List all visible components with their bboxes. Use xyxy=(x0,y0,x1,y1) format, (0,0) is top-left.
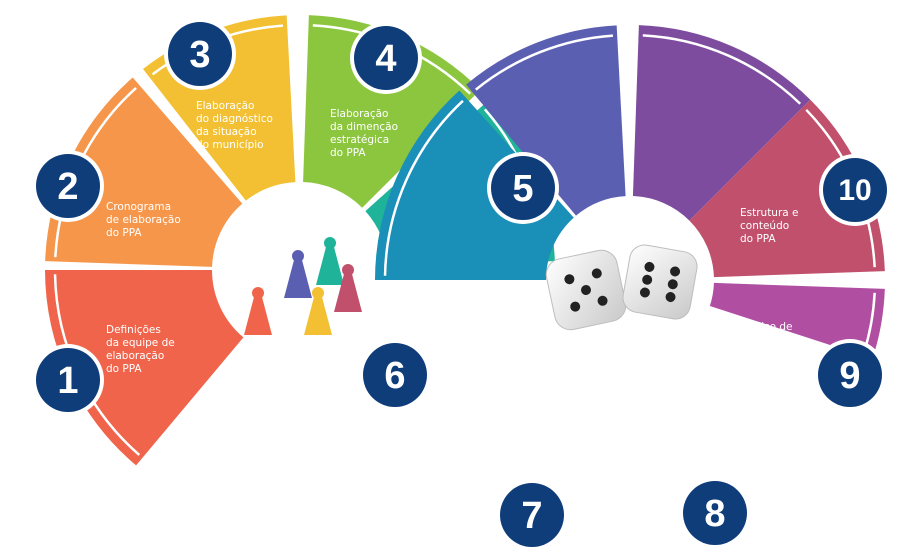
segment-ring-8 xyxy=(642,34,802,105)
pawn-icon xyxy=(334,264,362,312)
step-segment-6 xyxy=(375,90,574,280)
step-badge-3 xyxy=(168,22,232,86)
step-segment-2 xyxy=(45,77,243,267)
step-number-6: 6 xyxy=(384,355,405,397)
segment-ring-6 xyxy=(383,99,464,276)
segment-ring-7 xyxy=(475,34,613,91)
step-number-10: 10 xyxy=(838,174,871,207)
step-badge-7 xyxy=(500,483,564,547)
step-segment-8 xyxy=(632,25,811,221)
step-badge-5 xyxy=(491,156,555,220)
step-segment-1 xyxy=(45,270,244,466)
step-badges: 1 2 3 4 5 6 7 8 9 10 xyxy=(32,18,891,551)
step-number-8: 8 xyxy=(704,493,725,535)
step-number-4: 4 xyxy=(375,38,396,80)
pawn-icon xyxy=(244,287,272,335)
step-badge-10 xyxy=(823,158,887,222)
step-badge-8 xyxy=(683,481,747,545)
step-number-1: 1 xyxy=(57,360,78,402)
step-badge-1 xyxy=(36,348,100,412)
step-badge-2 xyxy=(36,154,100,218)
step-number-9: 9 xyxy=(839,355,860,397)
step-number-5: 5 xyxy=(512,168,533,210)
step-number-7: 7 xyxy=(521,495,542,537)
pawn-icons xyxy=(244,237,362,335)
step-badge-9 xyxy=(818,343,882,407)
step-segment-10 xyxy=(689,99,885,278)
pawn-icon xyxy=(284,250,312,298)
step-number-3: 3 xyxy=(189,34,210,76)
step-segment-9 xyxy=(709,282,885,359)
step-segment-7 xyxy=(466,25,626,216)
step-segment-4 xyxy=(303,15,481,208)
pawn-icon xyxy=(316,237,344,285)
step-badge-6 xyxy=(363,343,427,407)
step-badge-4 xyxy=(354,26,418,90)
step-number-2: 2 xyxy=(57,166,78,208)
pawn-icon xyxy=(304,287,332,335)
dice-icon xyxy=(545,244,698,331)
